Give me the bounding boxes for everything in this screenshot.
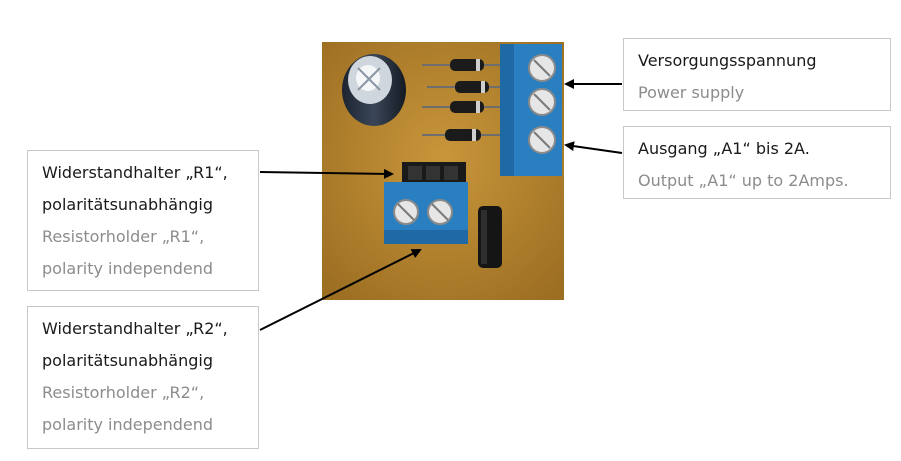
resistor-holder-icon	[384, 162, 468, 244]
transistor-icon	[478, 206, 502, 268]
label-output-de: Ausgang „A1“ bis 2A.	[638, 139, 810, 158]
callout-resistor-holder-r1: Widerstandhalter „R1“, polaritätsunabhän…	[27, 150, 259, 291]
pcb-photo	[322, 42, 564, 300]
label-r2-en-line1: Resistorholder „R2“,	[42, 383, 205, 402]
diode-bodies	[445, 59, 489, 141]
label-supply-de: Versorgungsspannung	[638, 51, 817, 70]
label-r1-en-line2: polarity independend	[42, 259, 214, 278]
label-r1-de-line2: polaritätsunabhängig	[42, 195, 213, 214]
callout-resistor-holder-r2: Widerstandhalter „R2“, polaritätsunabhän…	[27, 306, 259, 449]
label-r2-de-line2: polaritätsunabhängig	[42, 351, 213, 370]
callout-output-a1: Ausgang „A1“ bis 2A. Output „A1“ up to 2…	[623, 126, 891, 199]
arrow-output	[564, 141, 623, 154]
callout-power-supply: Versorgungsspannung Power supply	[623, 38, 891, 111]
label-r2-de-line1: Widerstandhalter „R2“,	[42, 319, 228, 338]
label-r1-en-line1: Resistorholder „R1“,	[42, 227, 205, 246]
label-r2-en-line2: polarity independend	[42, 415, 214, 434]
label-output-en: Output „A1“ up to 2Amps.	[638, 171, 849, 190]
label-supply-en: Power supply	[638, 83, 745, 102]
label-r1-de-line1: Widerstandhalter „R1“,	[42, 163, 228, 182]
screw-terminal-icon	[500, 44, 562, 176]
capacitor-icon	[342, 54, 406, 126]
